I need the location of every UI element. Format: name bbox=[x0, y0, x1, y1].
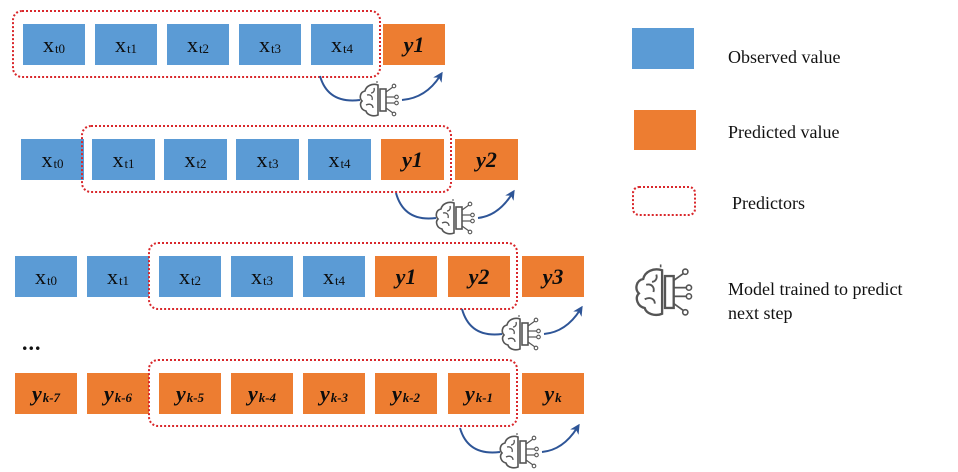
ellipsis: ... bbox=[22, 330, 42, 355]
legend-observed-swatch bbox=[632, 28, 694, 69]
model-brain-icon-r3 bbox=[501, 314, 542, 351]
model-brain-icon-r2 bbox=[435, 198, 476, 235]
forecast-arrow-r4 bbox=[459, 428, 577, 454]
predicted-cell-r3-6: y1 bbox=[375, 256, 437, 297]
predictors-window-r4 bbox=[148, 359, 518, 427]
legend-model-label-line2: next step bbox=[728, 303, 793, 323]
legend-predictors-label: Predictors bbox=[732, 193, 805, 213]
legend-model-label-line1: Model trained to predict bbox=[728, 279, 903, 299]
legend-observed-label: Observed value bbox=[728, 47, 841, 67]
predicted-cell-r2-7: y2 bbox=[455, 139, 518, 180]
forecast-arrow-r3 bbox=[461, 309, 580, 336]
predicted-cell-r3-8: y3 bbox=[522, 256, 584, 297]
predictors-window-r2 bbox=[81, 125, 452, 193]
legend-model-brain-icon bbox=[635, 263, 693, 317]
legend-predictors-swatch bbox=[632, 186, 696, 216]
predicted-cell-r2-6: y1 bbox=[381, 139, 444, 180]
legend-predicted-label: Predicted value bbox=[728, 122, 840, 142]
predicted-cell-r1-6: y1 bbox=[383, 24, 445, 65]
model-brain-icon-r4 bbox=[499, 432, 540, 469]
model-brain-icon-r1 bbox=[359, 80, 400, 117]
predictors-window-r3 bbox=[148, 242, 518, 310]
forecast-arrow-r1 bbox=[319, 76, 440, 102]
predictors-window-r1 bbox=[12, 10, 381, 78]
legend-predicted-swatch bbox=[634, 110, 696, 150]
forecast-arrow-r2 bbox=[395, 193, 512, 220]
predicted-cell-r3-7: y2 bbox=[448, 256, 510, 297]
